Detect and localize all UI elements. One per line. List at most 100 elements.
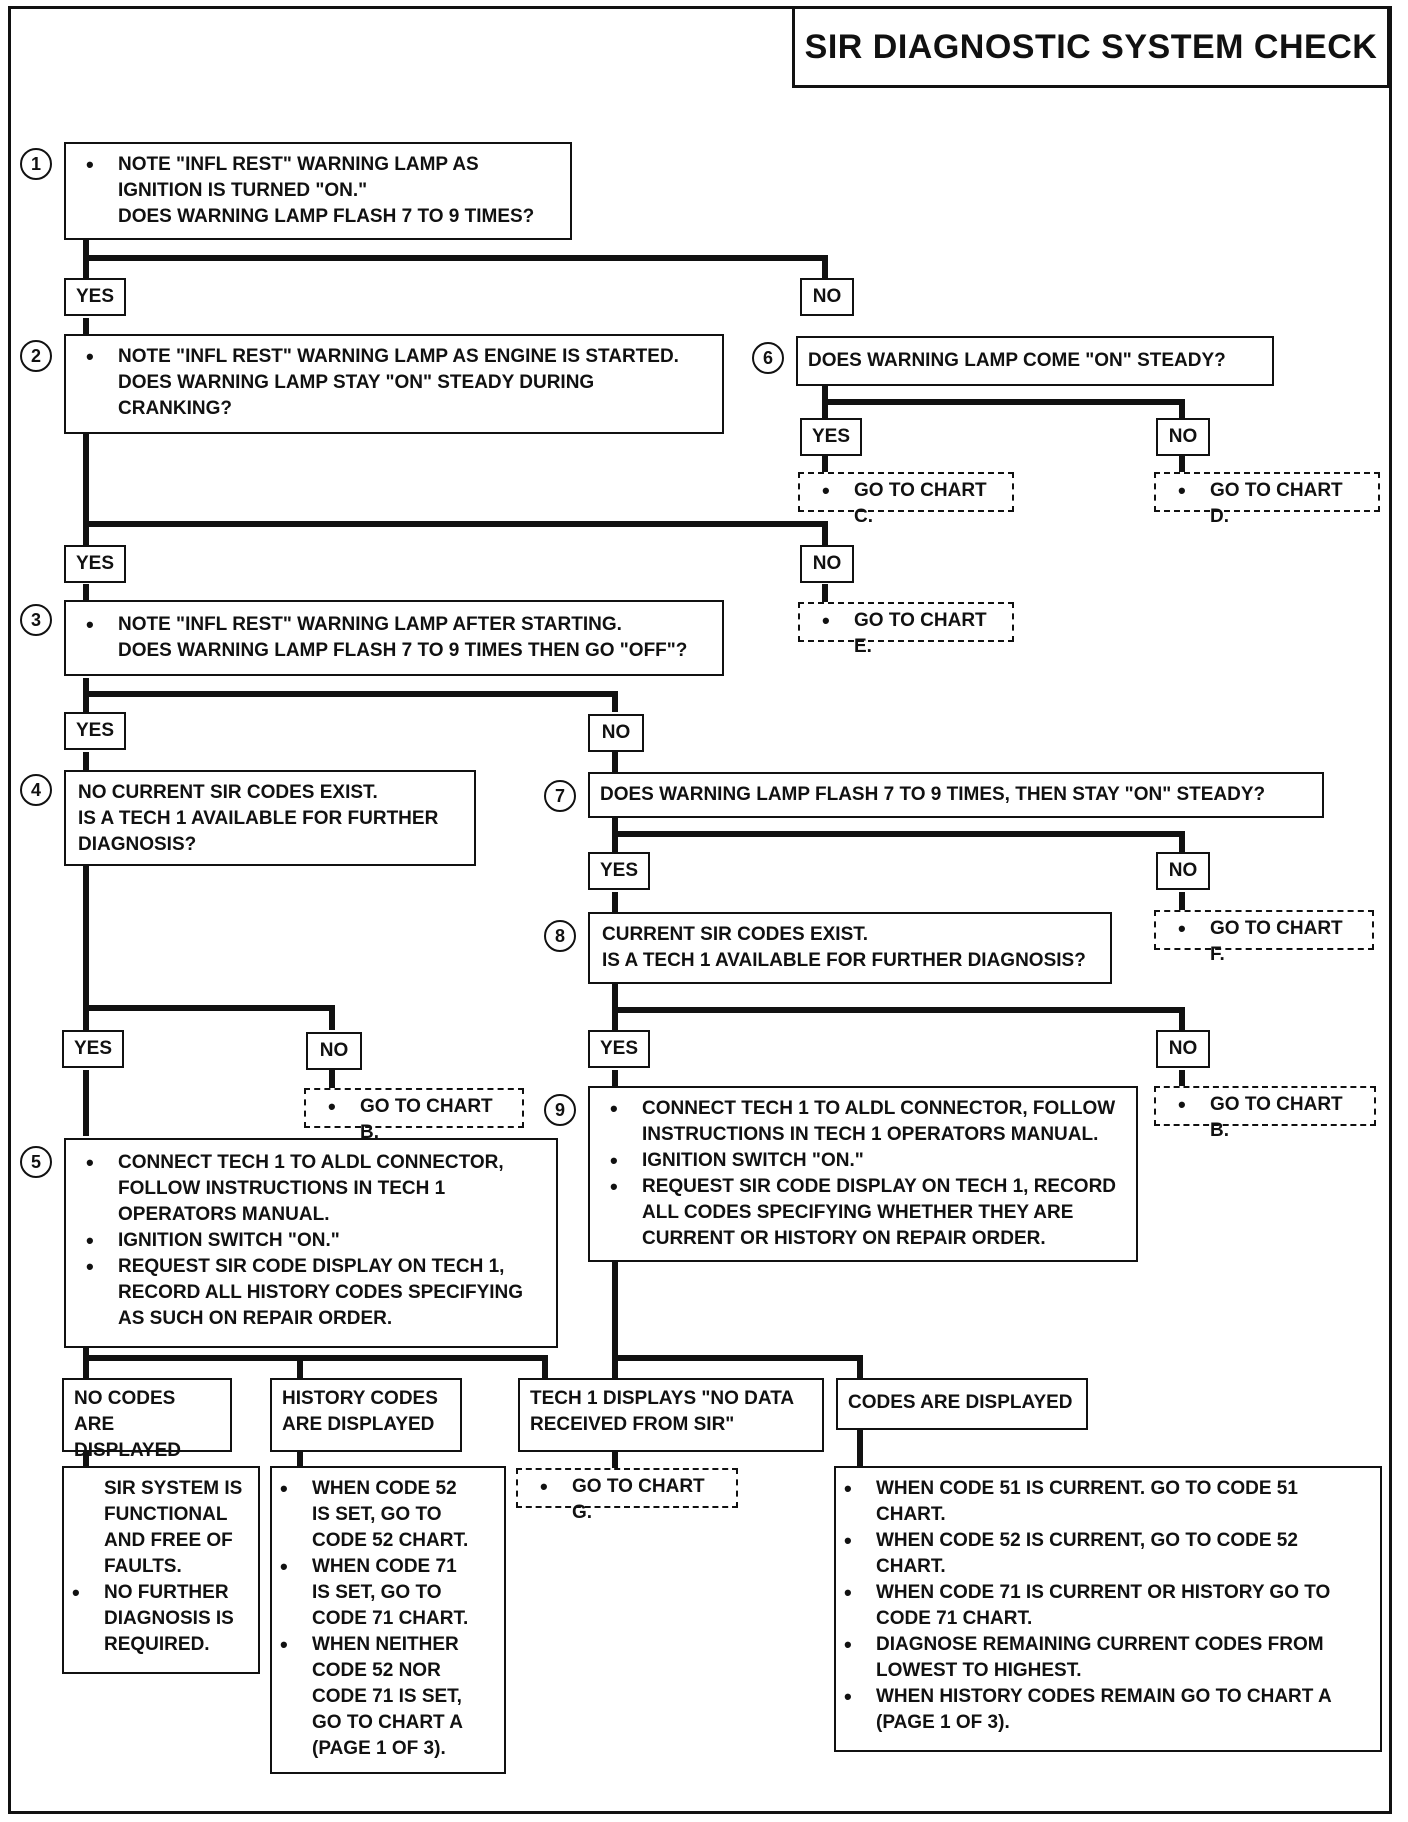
result-history-line-4: WHEN CODE 71: [272, 1554, 494, 1580]
page-border: [8, 6, 1392, 1814]
step-2-line-2: DOES WARNING LAMP STAY "ON" STEADY DURIN…: [118, 372, 595, 393]
page-title: SIR DIAGNOSTIC SYSTEM CHECK: [792, 6, 1390, 88]
outcome-history-codes-line-1: HISTORY CODES: [282, 1388, 438, 1409]
result-codes-line-2: CHART.: [876, 1504, 946, 1525]
step-number-3: 3: [20, 604, 52, 636]
result-codes-line-9: WHEN HISTORY CODES REMAIN GO TO CHART A: [836, 1684, 1370, 1710]
goto-chart-c[interactable]: GO TO CHART C.: [798, 472, 1014, 527]
step-7-yes-label: YES: [588, 852, 650, 890]
goto-chart-b-left-label: GO TO CHART B.: [320, 1094, 508, 1146]
step-9-box: CONNECT TECH 1 TO ALDL CONNECTOR, FOLLOW…: [588, 1086, 1138, 1262]
goto-chart-b-right[interactable]: GO TO CHART B.: [1154, 1086, 1376, 1141]
result-codes: WHEN CODE 51 IS CURRENT. GO TO CODE 51 C…: [834, 1466, 1382, 1752]
step-9-line-3: IGNITION SWITCH "ON.": [602, 1148, 1124, 1174]
step-7-box: DOES WARNING LAMP FLASH 7 TO 9 TIMES, TH…: [588, 772, 1324, 818]
step-7-no-label: NO: [1156, 852, 1210, 890]
goto-chart-e-label: GO TO CHART E.: [814, 608, 998, 660]
step-9-line-2: INSTRUCTIONS IN TECH 1 OPERATORS MANUAL.: [642, 1124, 1099, 1145]
step-9-line-1: CONNECT TECH 1 TO ALDL CONNECTOR, FOLLOW: [602, 1096, 1124, 1122]
step-6-box: DOES WARNING LAMP COME "ON" STEADY?: [796, 336, 1274, 386]
step-7-line-1: DOES WARNING LAMP FLASH 7 TO 9 TIMES, TH…: [600, 784, 1266, 805]
outcome-history-codes: HISTORY CODES ARE DISPLAYED: [270, 1378, 462, 1452]
result-codes-line-1: WHEN CODE 51 IS CURRENT. GO TO CODE 51: [836, 1476, 1370, 1502]
step-5-line-4: IGNITION SWITCH "ON.": [78, 1228, 544, 1254]
step-5-line-2: FOLLOW INSTRUCTIONS IN TECH 1: [118, 1178, 446, 1199]
result-codes-line-7: DIAGNOSE REMAINING CURRENT CODES FROM: [836, 1632, 1370, 1658]
step-1-yes-label: YES: [64, 278, 126, 316]
result-functional-line-1: SIR SYSTEM IS: [104, 1478, 243, 1499]
step-9-line-5: ALL CODES SPECIFYING WHETHER THEY ARE: [642, 1202, 1074, 1223]
step-number-8: 8: [544, 920, 576, 952]
result-codes-line-10: (PAGE 1 OF 3).: [876, 1712, 1010, 1733]
step-8-yes-label: YES: [588, 1030, 650, 1068]
goto-chart-e[interactable]: GO TO CHART E.: [798, 602, 1014, 657]
result-codes-line-8: LOWEST TO HIGHEST.: [876, 1660, 1082, 1681]
step-number-9: 9: [544, 1094, 576, 1126]
step-number-4: 4: [20, 774, 52, 806]
step-8-line-1: CURRENT SIR CODES EXIST.: [602, 924, 869, 945]
outcome-history-codes-line-2: ARE DISPLAYED: [282, 1414, 435, 1435]
goto-chart-g-label: GO TO CHART G.: [532, 1474, 722, 1526]
result-codes-line-6: CODE 71 CHART.: [876, 1608, 1033, 1629]
goto-chart-g[interactable]: GO TO CHART G.: [516, 1468, 738, 1523]
goto-chart-f-label: GO TO CHART F.: [1170, 916, 1358, 968]
result-functional-line-4: FAULTS.: [104, 1556, 182, 1577]
step-5-line-3: OPERATORS MANUAL.: [118, 1204, 330, 1225]
step-4-yes-label: YES: [62, 1030, 124, 1068]
result-functional: SIR SYSTEM IS FUNCTIONAL AND FREE OF FAU…: [62, 1466, 260, 1674]
outcome-no-data-line-1: TECH 1 DISPLAYS "NO DATA: [530, 1388, 795, 1409]
step-5-line-7: AS SUCH ON REPAIR ORDER.: [118, 1308, 393, 1329]
step-3-yes-label: YES: [64, 712, 126, 750]
goto-chart-d[interactable]: GO TO CHART D.: [1154, 472, 1380, 527]
page-border-top: [8, 6, 792, 9]
step-4-line-1: NO CURRENT SIR CODES EXIST.: [78, 782, 378, 803]
result-history-line-8: CODE 52 NOR: [312, 1660, 441, 1681]
outcome-codes-displayed-line: CODES ARE DISPLAYED: [848, 1392, 1073, 1413]
step-6-no-label: NO: [1156, 418, 1210, 456]
result-history-line-6: CODE 71 CHART.: [312, 1608, 469, 1629]
step-8-no-label: NO: [1156, 1030, 1210, 1068]
outcome-codes-displayed: CODES ARE DISPLAYED: [836, 1378, 1088, 1430]
result-history-line-5: IS SET, GO TO: [312, 1582, 442, 1603]
goto-chart-b-left[interactable]: GO TO CHART B.: [304, 1088, 524, 1143]
step-1-box: NOTE "INFL REST" WARNING LAMP AS IGNITIO…: [64, 142, 572, 240]
step-4-box: NO CURRENT SIR CODES EXIST. IS A TECH 1 …: [64, 770, 476, 866]
step-5-line-6: RECORD ALL HISTORY CODES SPECIFYING: [118, 1282, 524, 1303]
step-3-box: NOTE "INFL REST" WARNING LAMP AFTER STAR…: [64, 600, 724, 676]
step-1-no-label: NO: [800, 278, 854, 316]
outcome-no-codes-line-2: DISPLAYED: [74, 1440, 181, 1461]
step-6-yes-label: YES: [800, 418, 862, 456]
step-4-line-3: DIAGNOSIS?: [78, 834, 197, 855]
outcome-no-data-line-2: RECEIVED FROM SIR": [530, 1414, 735, 1435]
step-5-line-1: CONNECT TECH 1 TO ALDL CONNECTOR,: [78, 1150, 544, 1176]
step-number-5: 5: [20, 1146, 52, 1178]
step-5-box: CONNECT TECH 1 TO ALDL CONNECTOR, FOLLOW…: [64, 1138, 558, 1348]
step-1-line-3: DOES WARNING LAMP FLASH 7 TO 9 TIMES?: [118, 206, 535, 227]
result-history-line-11: (PAGE 1 OF 3).: [312, 1738, 446, 1759]
step-9-line-4: REQUEST SIR CODE DISPLAY ON TECH 1, RECO…: [602, 1174, 1124, 1200]
result-functional-line-6: DIAGNOSIS IS: [104, 1608, 234, 1629]
step-2-line-1: NOTE "INFL REST" WARNING LAMP AS ENGINE …: [78, 344, 710, 370]
result-history-line-7: WHEN NEITHER: [272, 1632, 494, 1658]
step-2-no-label: NO: [800, 545, 854, 583]
step-number-7: 7: [544, 780, 576, 812]
step-number-2: 2: [20, 340, 52, 372]
step-8-line-2: IS A TECH 1 AVAILABLE FOR FURTHER DIAGNO…: [602, 950, 1086, 971]
result-history-line-2: IS SET, GO TO: [312, 1504, 442, 1525]
result-history-line-9: CODE 71 IS SET,: [312, 1686, 462, 1707]
step-3-line-2: DOES WARNING LAMP FLASH 7 TO 9 TIMES THE…: [118, 640, 688, 661]
step-number-6: 6: [752, 342, 784, 374]
result-codes-line-4: CHART.: [876, 1556, 946, 1577]
goto-chart-b-right-label: GO TO CHART B.: [1170, 1092, 1360, 1144]
step-6-line-1: DOES WARNING LAMP COME "ON" STEADY?: [808, 350, 1226, 371]
result-history: WHEN CODE 52 IS SET, GO TO CODE 52 CHART…: [270, 1466, 506, 1774]
outcome-no-codes-line-1: NO CODES ARE: [74, 1388, 176, 1435]
goto-chart-c-label: GO TO CHART C.: [814, 478, 998, 530]
goto-chart-f[interactable]: GO TO CHART F.: [1154, 910, 1374, 965]
outcome-no-data: TECH 1 DISPLAYS "NO DATA RECEIVED FROM S…: [518, 1378, 824, 1452]
result-functional-line-2: FUNCTIONAL: [104, 1504, 228, 1525]
step-9-line-6: CURRENT OR HISTORY ON REPAIR ORDER.: [642, 1228, 1046, 1249]
result-history-line-1: WHEN CODE 52: [272, 1476, 494, 1502]
outcome-no-codes: NO CODES ARE DISPLAYED: [62, 1378, 232, 1461]
step-1-line-1: NOTE "INFL REST" WARNING LAMP AS: [78, 152, 558, 178]
